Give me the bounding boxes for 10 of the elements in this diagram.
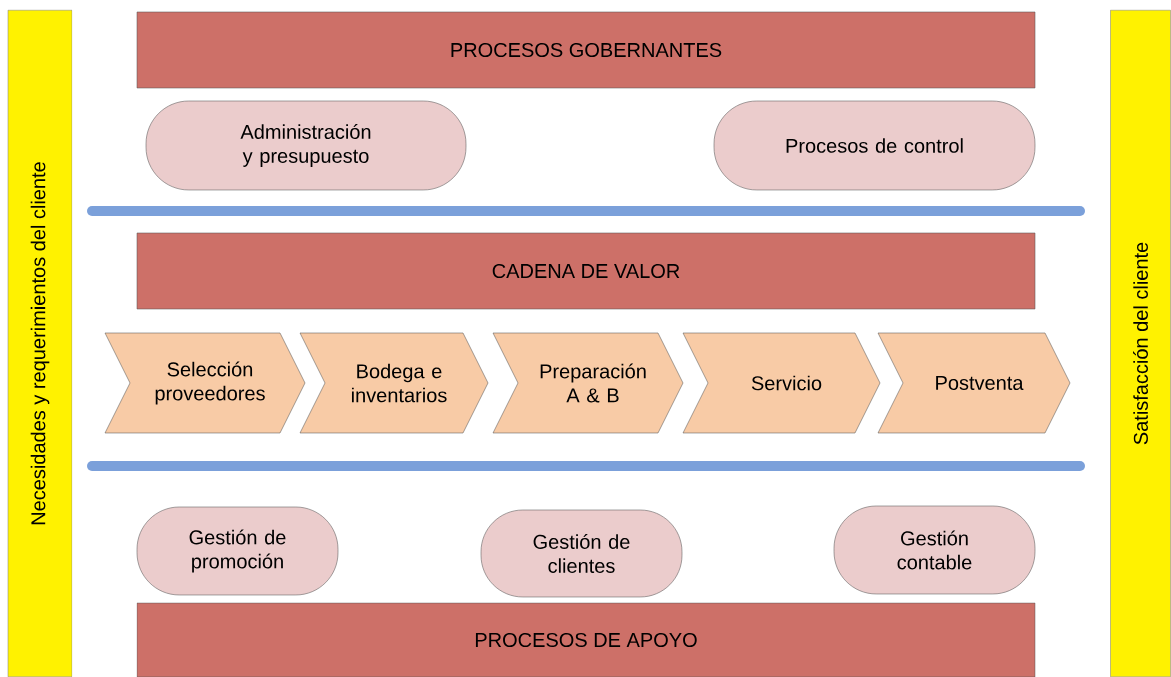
process-pill: Procesos de control <box>713 100 1036 191</box>
process-pill: Gestión contable <box>833 505 1036 595</box>
side-band: Satisfacción del cliente <box>1110 9 1171 677</box>
process-pill: Gestión de promoción <box>136 506 339 596</box>
process-bar: CADENA DE VALOR <box>136 232 1036 310</box>
side-band: Necesidades y requerimientos del cliente <box>7 9 73 677</box>
process-pill: Gestión de clientes <box>480 509 683 598</box>
process-bar: PROCESOS GOBERNANTES <box>136 11 1036 89</box>
process-bar: PROCESOS DE APOYO <box>136 602 1036 677</box>
process-pill: Administración y presupuesto <box>145 100 467 191</box>
